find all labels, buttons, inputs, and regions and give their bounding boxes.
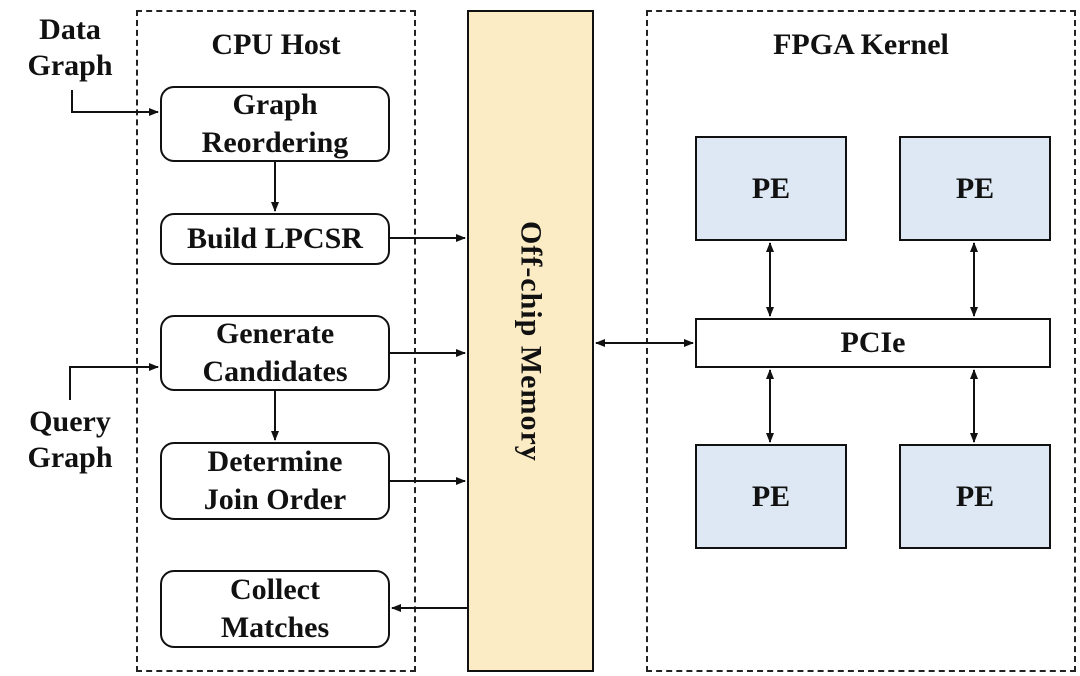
query-graph-line-2: Graph (27, 441, 113, 474)
graph-reordering-line-1: Graph (232, 88, 318, 121)
query-graph-line-1: Query (29, 405, 111, 438)
pe-label-bottom-left: PE (751, 479, 791, 513)
pe-label-bottom-right: PE (955, 479, 995, 513)
off-chip-memory-label: Off-chip Memory (514, 220, 548, 462)
pe-label-top-right: PE (955, 171, 995, 205)
collect-matches-box: Collect Matches (160, 570, 390, 648)
pcie-bus: PCIe (695, 318, 1051, 368)
graph-reordering-box: Graph Reordering (160, 86, 390, 162)
data-graph-line-1: Data (39, 13, 101, 46)
cpu-host-panel (136, 10, 416, 672)
query-graph-input-arrow (69, 363, 159, 400)
collect-matches-line-2: Matches (220, 611, 330, 644)
pcie-label: PCIe (840, 326, 906, 359)
generate-candidates-box: Generate Candidates (160, 315, 390, 391)
determine-join-order-line-1: Determine (207, 445, 343, 478)
generate-candidates-line-1: Generate (215, 317, 335, 350)
pe-block-top-left: PE (695, 136, 847, 241)
build-lpcsr-label: Build LPCSR (187, 222, 363, 255)
data-graph-input-arrow (71, 90, 159, 116)
generate-candidates-line-2: Candidates (202, 355, 348, 388)
fpga-kernel-title: FPGA Kernel (773, 28, 949, 61)
pe-label-top-left: PE (751, 171, 791, 205)
pe-block-bottom-right: PE (899, 444, 1051, 549)
determine-join-order-line-2: Join Order (203, 483, 347, 516)
collect-matches-line-1: Collect (230, 573, 320, 606)
data-graph-label: Data Graph (10, 12, 130, 84)
graph-reordering-line-2: Reordering (201, 126, 349, 159)
cpu-host-title: CPU Host (211, 28, 341, 61)
build-lpcsr-box: Build LPCSR (160, 213, 390, 265)
query-graph-label: Query Graph (10, 404, 130, 476)
data-graph-line-2: Graph (27, 49, 113, 82)
determine-join-order-box: Determine Join Order (160, 442, 390, 520)
pe-block-bottom-left: PE (695, 444, 847, 549)
pe-block-top-right: PE (899, 136, 1051, 241)
off-chip-memory-block: Off-chip Memory (467, 10, 594, 672)
